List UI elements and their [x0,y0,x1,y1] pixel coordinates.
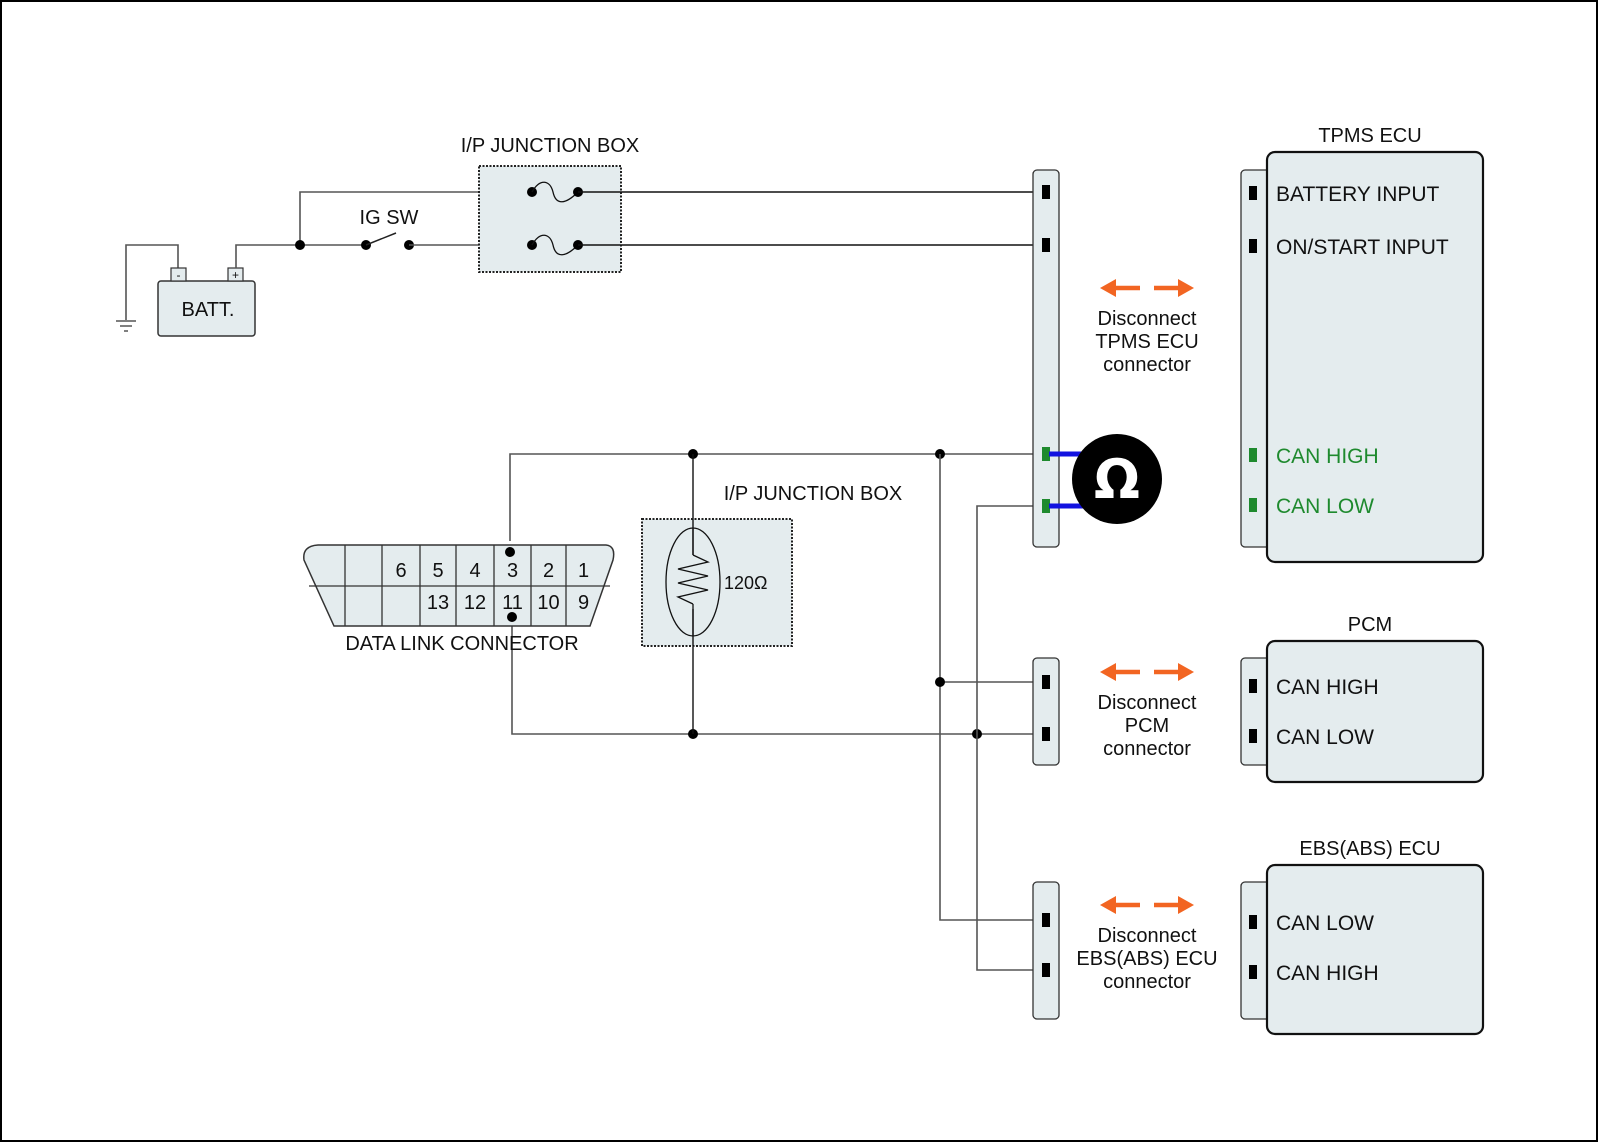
resistance-value: 120Ω [724,573,768,593]
dlc-pin-number: 1 [578,560,589,582]
module-pin-label: CAN HIGH [1276,962,1379,985]
battery: - + BATT. [157,267,256,337]
terminator-box-label: I/P JUNCTION BOX [724,483,903,505]
ohm-icon: Ω [1094,448,1140,511]
ig-switch-label: IG SW [360,207,419,229]
terminator-junction-box: I/P JUNCTION BOX 120Ω [641,483,903,647]
module-pin-label: ON/START INPUT [1276,236,1449,259]
harness-pin [1042,499,1050,513]
battery-direct-wire [299,191,532,245]
module-title: EBS(ABS) ECU [1299,838,1440,860]
dlc-pin-number: 5 [432,560,443,582]
can-high-trunk-wire [509,453,1044,541]
disconnect-instruction: Disconnect [1098,308,1197,330]
battery-positive-sign: + [232,268,239,282]
ground-symbol-icon [116,244,179,332]
module-pin-label: CAN HIGH [1276,445,1379,468]
disconnect-arrows-icon [1100,279,1194,297]
module-title: PCM [1348,614,1392,636]
harness-pin [1042,675,1050,689]
harness-pin [1042,447,1050,461]
disconnect-instruction: connector [1103,971,1191,993]
module-pin [1249,239,1257,253]
dlc-label: DATA LINK CONNECTOR [345,633,578,655]
tpms-harness-connector[interactable] [1032,169,1060,548]
battery-body [157,280,256,337]
module-title: TPMS ECU [1318,125,1421,147]
disconnect-instruction: Disconnect [1098,692,1197,714]
ohmmeter-body [1072,434,1162,524]
resistor-icon [665,527,721,637]
pcm-harness-connector[interactable] [1032,657,1060,766]
battery-negative-sign: - [177,268,181,282]
disconnect-instruction: connector [1103,354,1191,376]
dlc-pin-number: 6 [395,560,406,582]
module-pin-label: CAN LOW [1276,912,1374,935]
harness-pin [1042,963,1050,977]
can-low-trunk-wire [511,616,1044,735]
fuse-box-outline [478,165,622,273]
can-low-branch-wire [976,505,1044,971]
module-pin [1249,186,1257,200]
module-pin-label: BATTERY INPUT [1276,183,1440,206]
harness-pin [1042,185,1050,199]
terminator-box-outline [641,518,793,647]
dlc-pin-11-dot [507,612,517,622]
module-body [1265,639,1485,784]
module-pin [1249,729,1257,743]
battery-positive-wire [235,244,300,268]
module-pin-label: CAN LOW [1276,726,1374,749]
disconnect-arrows-icon [1100,896,1194,914]
module-pin [1249,448,1257,462]
splice-dot [935,677,945,687]
splice-dot [295,240,305,250]
fuse-box-label: I/P JUNCTION BOX [461,135,640,157]
module-tpms-ecu: TPMS ECU BATTERY INPUT ON/START INPUT CAN H… [1095,125,1485,564]
harness-pin [1042,913,1050,927]
data-link-connector: 6 5 4 3 2 1 13 12 11 10 9 DATA LINK CONNECTOR [303,544,615,655]
harness-pin [1042,727,1050,741]
dlc-pin-number: 13 [427,592,449,614]
harness-pin [1042,238,1050,252]
battery-label: BATT. [182,299,235,321]
can-high-branch-wire [939,454,1044,921]
dlc-top-row: 6 5 4 3 2 1 [395,560,589,582]
module-pin [1249,679,1257,693]
dlc-pin-number: 2 [543,560,554,582]
disconnect-instruction: TPMS ECU [1095,331,1198,353]
disconnect-instruction: EBS(ABS) ECU [1076,948,1217,970]
module-pin-label: CAN LOW [1276,495,1374,518]
fuse-junction-box: I/P JUNCTION BOX [461,135,640,273]
ebs-harness-connector[interactable] [1032,881,1060,1020]
module-pin [1249,498,1257,512]
disconnect-instruction: connector [1103,738,1191,760]
dlc-bottom-row: 13 12 11 10 9 [427,592,589,614]
dlc-pin-3-dot [505,547,515,557]
disconnect-instruction: PCM [1125,715,1169,737]
ignition-switch: IG SW [360,207,419,250]
dlc-pin-number: 11 [502,592,523,614]
ohmmeter: Ω [1049,434,1162,524]
disconnect-instruction: Disconnect [1098,925,1197,947]
dlc-pin-number: 9 [578,592,589,614]
module-pin [1249,915,1257,929]
battery-negative-terminal [170,267,187,282]
module-pin [1249,965,1257,979]
dlc-pin-number: 12 [464,592,486,614]
module-body [1265,150,1485,564]
dlc-pin-number: 3 [507,560,518,582]
dlc-pin-number: 4 [469,560,480,582]
dlc-pin-number: 10 [537,592,559,614]
disconnect-arrows-icon [1100,663,1194,681]
module-body [1265,863,1485,1036]
module-pin-label: CAN HIGH [1276,676,1379,699]
